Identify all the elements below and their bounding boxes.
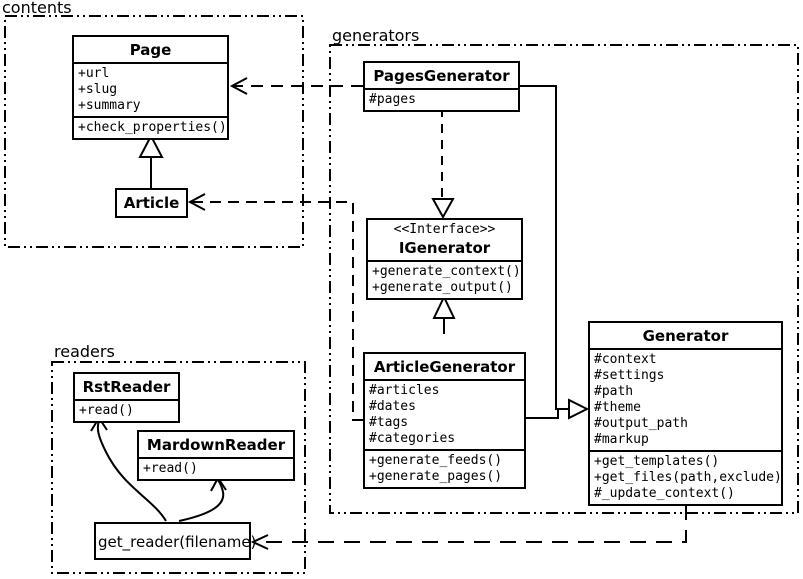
class-pagesgenerator-attributes: #pages <box>365 90 518 110</box>
dependency-generator-getreader-arrow-icon <box>250 534 269 550</box>
function-getreader: get_reader(filename) <box>94 522 257 560</box>
class-mardownreader-title: MardownReader <box>139 432 293 459</box>
class-page-attributes: +url +slug +summary <box>74 64 227 116</box>
class-pagesgenerator: PagesGenerator #pages <box>363 61 520 112</box>
class-rstreader-title: RstReader <box>75 374 178 401</box>
class-articlegenerator-title: ArticleGenerator <box>365 354 524 381</box>
dependency-articlegenerator-article-arrow-icon <box>187 193 206 211</box>
package-label-generators: generators <box>332 26 420 45</box>
class-igenerator-header: <<Interface>> IGenerator <box>368 220 521 262</box>
attribute: +summary <box>78 98 141 113</box>
class-igenerator-title: IGenerator <box>398 239 491 257</box>
method: +generate_context() <box>372 264 521 279</box>
package-label-readers: readers <box>54 342 115 361</box>
attribute: #markup <box>594 432 649 447</box>
method: #_update_context() <box>594 486 735 501</box>
package-contents-border <box>4 15 304 248</box>
function-getreader-label: get_reader(filename) <box>98 533 257 551</box>
attribute: #context <box>594 352 657 367</box>
realization-pagesgenerator-igenerator-triangle-icon <box>431 198 455 220</box>
class-page-methods: +check_properties() <box>74 116 227 138</box>
dependency-articlegenerator-article-line <box>192 201 363 421</box>
attribute: +slug <box>78 82 118 97</box>
class-articlegenerator-methods: +generate_feeds() +generate_pages() <box>365 449 524 487</box>
generalization-article-page-triangle-icon <box>138 133 164 158</box>
attribute: #output_path <box>594 416 688 431</box>
class-rstreader-methods: +read() <box>75 401 178 421</box>
generalization-pagesgenerator-generator-line <box>520 85 569 410</box>
method: +generate_pages() <box>369 469 503 484</box>
method: +read() <box>143 461 198 476</box>
arrow-getreader-rstreader-line <box>96 420 167 522</box>
attribute: #dates <box>369 399 416 414</box>
class-pagesgenerator-title: PagesGenerator <box>365 63 518 90</box>
attribute: #path <box>594 384 634 399</box>
package-readers-border <box>51 361 306 574</box>
class-igenerator: <<Interface>> IGenerator +generate_conte… <box>366 218 523 300</box>
dependency-generator-getreader-line <box>257 504 687 543</box>
dependency-pagesgenerator-page-arrow-icon <box>229 77 248 95</box>
class-page: Page +url +slug +summary +check_properti… <box>72 35 229 140</box>
package-generators-border <box>329 44 799 514</box>
class-generator-title: Generator <box>590 323 781 350</box>
class-articlegenerator-attributes: #articles #dates #tags #categories <box>365 381 524 449</box>
class-rstreader: RstReader +read() <box>73 372 180 423</box>
package-label-contents: contents <box>2 0 72 17</box>
class-generator-attributes: #context #settings #path #theme #output_… <box>590 350 781 450</box>
class-article-title: Article <box>123 194 180 212</box>
generalization-articlegenerator-igenerator-triangle-icon <box>432 294 456 319</box>
generalization-articlegenerator-generator-line <box>526 409 559 419</box>
attribute: #articles <box>369 383 440 398</box>
class-articlegenerator: ArticleGenerator #articles #dates #tags … <box>363 352 526 489</box>
attribute: #tags <box>369 415 409 430</box>
method: +read() <box>79 403 134 418</box>
class-generator-methods: +get_templates() +get_files(path,exclude… <box>590 450 782 504</box>
method: +generate_output() <box>372 280 513 295</box>
class-generator: Generator #context #settings #path #them… <box>588 321 783 506</box>
arrow-getreader-mardownreader-line <box>178 479 225 522</box>
attribute: #pages <box>369 92 416 107</box>
class-mardownreader-methods: +read() <box>139 459 293 479</box>
generalization-generator-triangle-icon <box>568 398 590 420</box>
attribute: #theme <box>594 400 641 415</box>
class-page-title: Page <box>74 37 227 64</box>
method: +generate_feeds() <box>369 453 503 468</box>
class-igenerator-stereotype: <<Interface>> <box>393 222 496 237</box>
method: +get_templates() <box>594 454 720 469</box>
class-mardownreader: MardownReader +read() <box>137 430 295 481</box>
method: +check_properties() <box>78 120 227 135</box>
attribute: +url <box>78 66 110 81</box>
attribute: #categories <box>369 431 456 446</box>
class-igenerator-methods: +generate_context() +generate_output() <box>368 262 521 298</box>
attribute: #settings <box>594 368 665 383</box>
method: +get_files(path,exclude) <box>594 470 782 485</box>
class-article: Article <box>115 188 188 218</box>
